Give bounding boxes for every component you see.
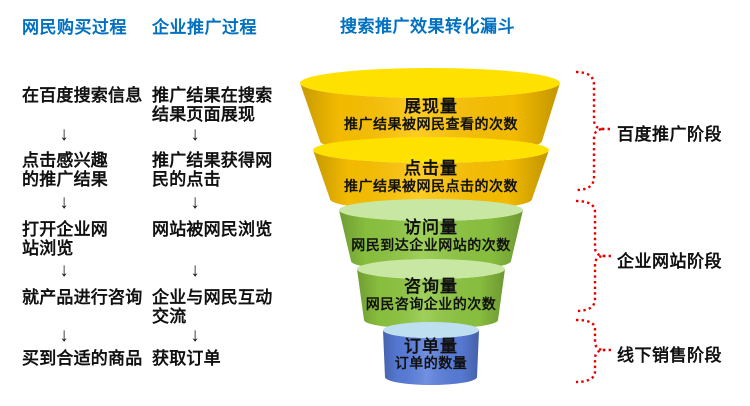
step-netizen-search: 在百度搜索信息 xyxy=(22,86,143,105)
column-header-netizen-process: 网民购买过程 xyxy=(22,18,127,37)
stage-label-baidu-promotion: 百度推广阶段 xyxy=(617,125,722,144)
funnel-title: 搜索推广效果转化漏斗 xyxy=(340,17,515,36)
column-header-enterprise-process: 企业推广过程 xyxy=(152,18,257,37)
down-arrow-icon: ↓ xyxy=(190,325,200,346)
funnel-desc-inquiries: 网民咨询企业的次数 xyxy=(365,296,497,312)
stage-bracket-baidu-promotion xyxy=(575,70,605,192)
funnel-layer-top-ellipse xyxy=(313,137,549,163)
step-enterprise-get-orders: 获取订单 xyxy=(152,349,221,368)
down-arrow-icon: ↓ xyxy=(190,192,200,213)
stage-label-offline-sales: 线下销售阶段 xyxy=(617,346,722,365)
step-netizen-open-site: 打开企业网 站浏览 xyxy=(22,220,108,258)
funnel-label-orders: 订单量 xyxy=(404,337,458,356)
funnel-layer-shading xyxy=(313,150,549,211)
stage-label-enterprise-site: 企业网站阶段 xyxy=(617,252,722,271)
step-netizen-click-result: 点击感兴趣 的推广结果 xyxy=(22,151,108,189)
funnel-label-inquiries: 咨询量 xyxy=(404,277,458,296)
step-netizen-buy-product: 买到合适的商品 xyxy=(22,349,143,368)
funnel-label-impressions: 展现量 xyxy=(404,97,458,116)
down-arrow-icon: ↓ xyxy=(190,124,200,145)
funnel-layer-shading xyxy=(339,210,523,271)
down-arrow-icon: ↓ xyxy=(59,325,69,346)
funnel-desc-clicks: 推广结果被网民点击的次数 xyxy=(344,178,518,194)
step-enterprise-result-shown: 推广结果在搜索 结果页面展现 xyxy=(152,86,273,124)
down-arrow-icon: ↓ xyxy=(59,260,69,281)
funnel-desc-visits: 网民到达企业网站的次数 xyxy=(351,237,511,253)
funnel-layer-inquiries xyxy=(357,259,505,329)
funnel-label-visits: 访问量 xyxy=(404,218,458,237)
funnel-layer-clicks xyxy=(313,137,549,211)
funnel-layer-top-ellipse xyxy=(383,322,479,338)
step-enterprise-site-browsed: 网站被网民浏览 xyxy=(152,220,273,239)
down-arrow-icon: ↓ xyxy=(59,124,69,145)
funnel-layer-shading xyxy=(300,83,560,154)
funnel-layer-impressions xyxy=(300,68,560,154)
funnel-desc-impressions: 推广结果被网民查看的次数 xyxy=(344,116,518,132)
funnel-desc-orders: 订单的数量 xyxy=(394,355,468,371)
step-netizen-inquire-product: 就产品进行咨询 xyxy=(22,288,143,307)
funnel-layer-visits xyxy=(339,199,523,271)
step-enterprise-interact: 企业与网民互动 交流 xyxy=(152,288,273,326)
funnel-layer-top-ellipse xyxy=(300,68,560,98)
down-arrow-icon: ↓ xyxy=(190,260,200,281)
funnel-layer-shading xyxy=(383,330,479,385)
funnel-layer-orders xyxy=(383,322,479,385)
funnel-layer-top-ellipse xyxy=(339,199,523,221)
funnel-layer-shading xyxy=(357,269,505,329)
funnel-layer-top-ellipse xyxy=(357,259,505,279)
step-enterprise-get-clicks: 推广结果获得网 民的点击 xyxy=(152,151,273,189)
down-arrow-icon: ↓ xyxy=(59,192,69,213)
funnel-label-clicks: 点击量 xyxy=(404,159,458,178)
